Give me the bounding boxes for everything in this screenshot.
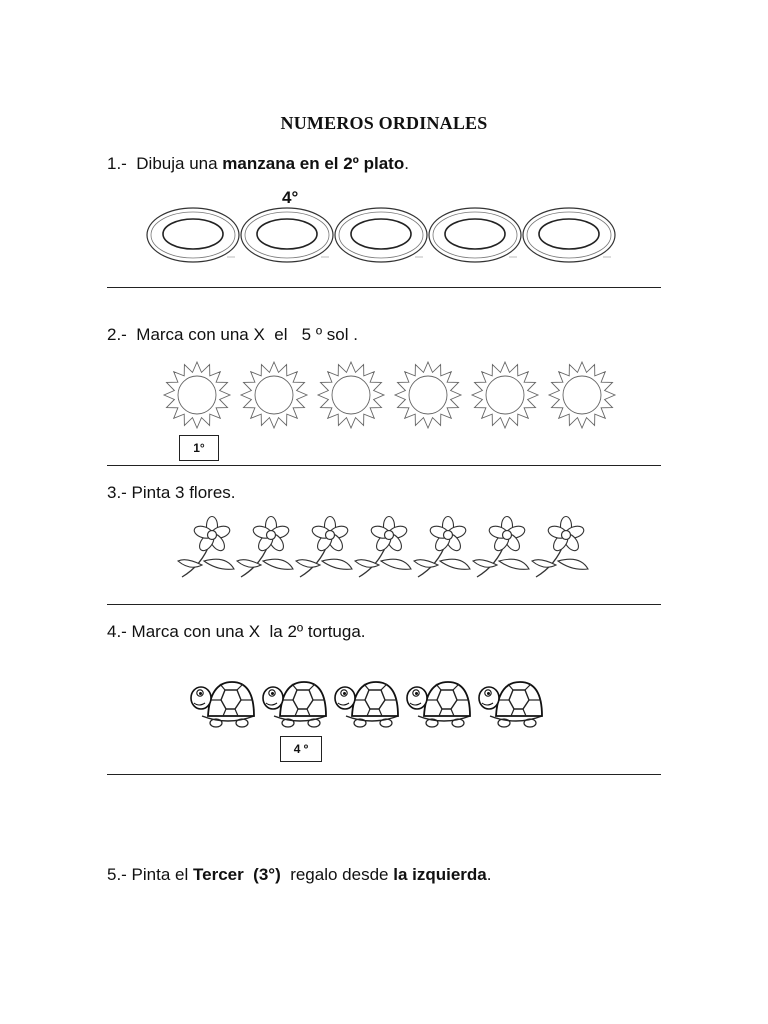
question-1-text: 1.- Dibuja una	[107, 154, 223, 173]
flowers-row	[177, 515, 589, 578]
sun-icon	[470, 360, 540, 430]
sun-icon	[162, 360, 232, 430]
flower-icon	[295, 515, 353, 578]
question-1-bold: manzana en el 2º plato	[222, 154, 405, 173]
plates-row	[146, 207, 616, 263]
turtle-icon	[262, 681, 327, 728]
sun-icon	[393, 360, 463, 430]
divider	[107, 465, 661, 466]
divider	[107, 287, 661, 288]
question-5: 5.- Pinta el Tercer (3°) regalo desde la…	[107, 865, 491, 885]
flower-icon	[177, 515, 235, 578]
turtle-icon	[190, 681, 255, 728]
plate-icon	[428, 207, 522, 263]
question-5-bold-2: la izquierda	[393, 865, 487, 884]
sun-icon	[316, 360, 386, 430]
question-3-text: 3.- Pinta 3 flores.	[107, 483, 236, 502]
question-2-text: 2.- Marca con una X el 5 º sol .	[107, 325, 358, 344]
sun-icon	[239, 360, 309, 430]
flower-icon	[531, 515, 589, 578]
ordinal-box: 1°	[179, 435, 219, 461]
plate-icon	[522, 207, 616, 263]
suns-row	[162, 360, 617, 430]
ordinal-box: 4 º	[280, 736, 322, 762]
page-title: NUMEROS ORDINALES	[280, 113, 488, 133]
question-5-bold-1: Tercer (3°)	[193, 865, 281, 884]
question-1: 1.- Dibuja una manzana en el 2º plato.	[107, 154, 409, 174]
question-4-text: 4.- Marca con una X la 2º tortuga.	[107, 622, 366, 641]
question-5-end: .	[486, 865, 492, 884]
question-5-text: 5.- Pinta el	[107, 865, 193, 884]
turtle-icon	[478, 681, 543, 728]
divider	[107, 604, 661, 605]
divider	[107, 774, 661, 775]
plate-icon	[146, 207, 240, 263]
question-1-end: .	[404, 154, 409, 173]
question-5-mid: regalo desde	[280, 865, 394, 884]
flower-icon	[236, 515, 294, 578]
plate-icon	[240, 207, 334, 263]
plate-icon	[334, 207, 428, 263]
plate-ordinal-label: 4°	[282, 188, 299, 207]
flower-icon	[472, 515, 530, 578]
flower-icon	[413, 515, 471, 578]
sun-icon	[547, 360, 617, 430]
turtle-icon	[406, 681, 471, 728]
flower-icon	[354, 515, 412, 578]
turtles-row	[190, 681, 543, 728]
turtle-icon	[334, 681, 399, 728]
